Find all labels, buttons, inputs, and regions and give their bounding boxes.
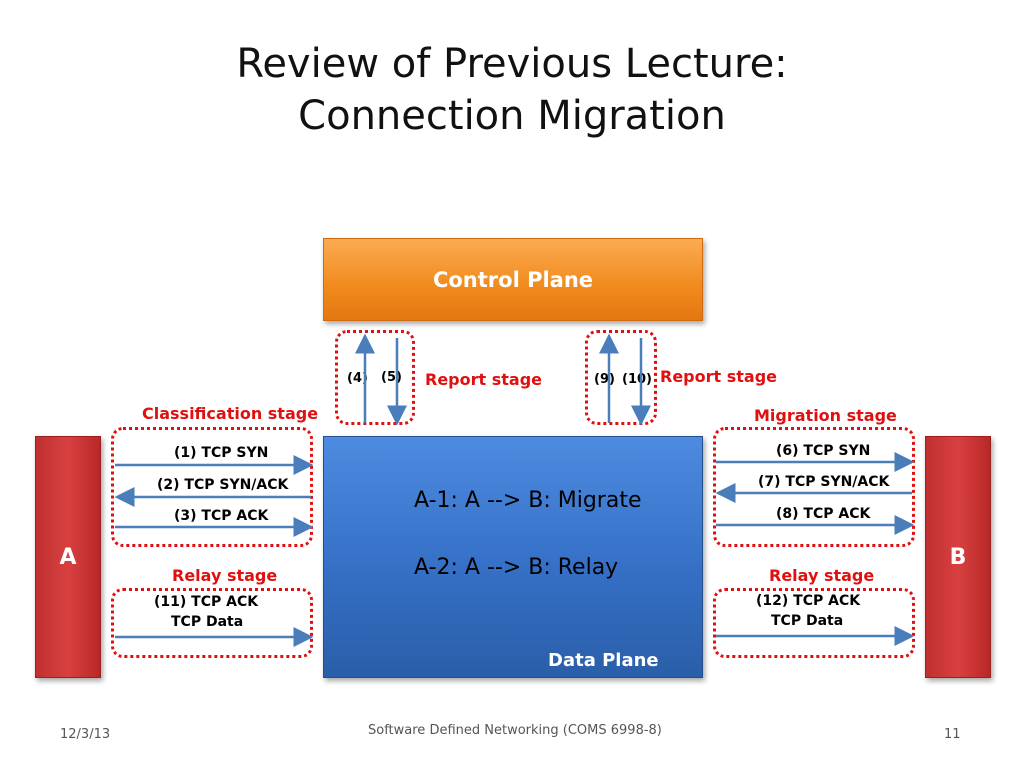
message-1-label: (1) TCP SYN	[174, 445, 269, 461]
message-5-label: (5)	[381, 370, 402, 385]
report-stage-right-label: Report stage	[660, 367, 777, 386]
message-10-label: (10)	[622, 372, 652, 387]
migration-stage-label: Migration stage	[754, 406, 897, 425]
relay-stage-left-label: Relay stage	[172, 566, 278, 585]
message-8-label: (8) TCP ACK	[776, 506, 871, 522]
control-plane-label: Control Plane	[432, 267, 594, 292]
migration-stage-frame	[713, 427, 915, 547]
report-stage-left-label: Report stage	[425, 370, 542, 389]
message-12-label: (12) TCP ACK	[756, 593, 861, 609]
host-b: B	[925, 436, 991, 678]
message-11-label: (11) TCP ACK	[154, 594, 259, 610]
data-plane-box	[323, 436, 703, 678]
report-stage-left-frame	[335, 330, 415, 425]
slide-title: Review of Previous Lecture: Connection M…	[0, 38, 1024, 142]
host-b-label: B	[949, 544, 967, 570]
message-9-label: (9)	[594, 372, 615, 387]
message-3-label: (3) TCP ACK	[174, 508, 269, 524]
relay-stage-left-frame	[111, 588, 313, 658]
title-line-2: Connection Migration	[298, 93, 726, 139]
message-7-label: (7) TCP SYN/ACK	[758, 474, 890, 490]
message-6-label: (6) TCP SYN	[776, 443, 871, 459]
footer-page-number: 11	[944, 727, 961, 742]
relay-stage-right-label: Relay stage	[769, 566, 875, 585]
data-plane-rule-migrate: A-1: A --> B: Migrate	[414, 488, 642, 513]
message-11-data-label: TCP Data	[171, 614, 244, 630]
message-12-data-label: TCP Data	[771, 613, 844, 629]
title-line-1: Review of Previous Lecture:	[236, 41, 788, 87]
report-stage-right-frame	[585, 330, 657, 425]
control-plane-box: Control Plane	[323, 238, 703, 321]
data-plane-label: Data Plane	[548, 650, 659, 671]
data-plane-rule-relay: A-2: A --> B: Relay	[414, 555, 619, 580]
host-a-label: A	[59, 544, 77, 570]
classification-stage-frame	[111, 427, 313, 547]
relay-stage-right-frame	[713, 588, 915, 658]
message-2-label: (2) TCP SYN/ACK	[157, 477, 289, 493]
message-4-label: (4)	[347, 371, 368, 386]
host-a: A	[35, 436, 101, 678]
footer-date: 12/3/13	[60, 727, 111, 742]
classification-stage-label: Classification stage	[142, 404, 319, 423]
footer-course: Software Defined Networking (COMS 6998-8…	[368, 723, 662, 738]
